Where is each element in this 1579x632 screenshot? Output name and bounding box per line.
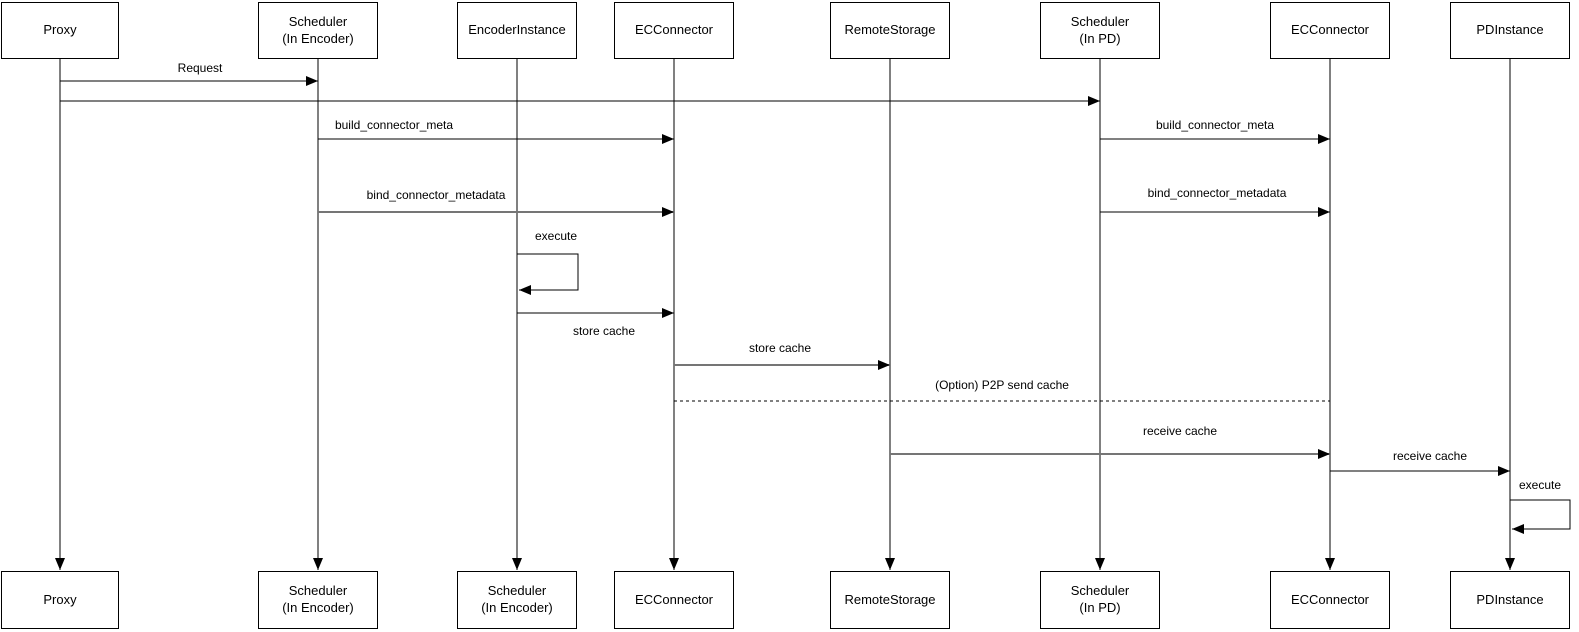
message-label-receive-cache-left: receive cache xyxy=(1142,424,1218,438)
participant-bottom-ecconnector-left: ECConnector xyxy=(614,571,734,629)
participant-top-ecconnector-right: ECConnector xyxy=(1270,2,1390,59)
participant-bottom-proxy: Proxy xyxy=(1,571,119,629)
participant-bottom-scheduler-pd: Scheduler (In PD) xyxy=(1040,571,1160,629)
message-label-execute-pd: execute xyxy=(1518,478,1562,492)
message-label-store-cache-right: store cache xyxy=(748,341,812,355)
message-label-p2p-send-cache: (Option) P2P send cache xyxy=(935,378,1069,392)
participant-top-scheduler-pd: Scheduler (In PD) xyxy=(1040,2,1160,59)
participant-bottom-ecconnector-right: ECConnector xyxy=(1270,571,1390,629)
message-label-bind-connector-metadata-left: bind_connector_metadata xyxy=(366,188,506,202)
participant-top-remotestorage: RemoteStorage xyxy=(830,2,950,59)
participant-bottom-pdinstance: PDInstance xyxy=(1450,571,1570,629)
message-label-execute-encoder: execute xyxy=(534,229,578,243)
participant-top-encoder-instance: EncoderInstance xyxy=(457,2,577,59)
arrow-execute-self-encoder xyxy=(517,253,579,295)
message-label-request: Request xyxy=(177,61,223,75)
participant-bottom-scheduler-encoder: Scheduler (In Encoder) xyxy=(258,571,378,629)
participant-top-pdinstance: PDInstance xyxy=(1450,2,1570,59)
message-label-store-cache-left: store cache xyxy=(572,324,636,338)
participant-top-ecconnector-left: ECConnector xyxy=(614,2,734,59)
arrow-execute-self-pd xyxy=(1510,499,1571,534)
participant-top-scheduler-encoder: Scheduler (In Encoder) xyxy=(258,2,378,59)
participant-top-proxy: Proxy xyxy=(1,2,119,59)
message-label-bind-connector-metadata-right: bind_connector_metadata xyxy=(1147,186,1287,200)
message-label-build-connector-meta-left: build_connector_meta xyxy=(334,118,454,132)
message-label-receive-cache-right: receive cache xyxy=(1392,449,1468,463)
message-label-build-connector-meta-right: build_connector_meta xyxy=(1155,118,1275,132)
participant-bottom-remotestorage: RemoteStorage xyxy=(830,571,950,629)
participant-bottom-scheduler-encoder-2: Scheduler (In Encoder) xyxy=(457,571,577,629)
